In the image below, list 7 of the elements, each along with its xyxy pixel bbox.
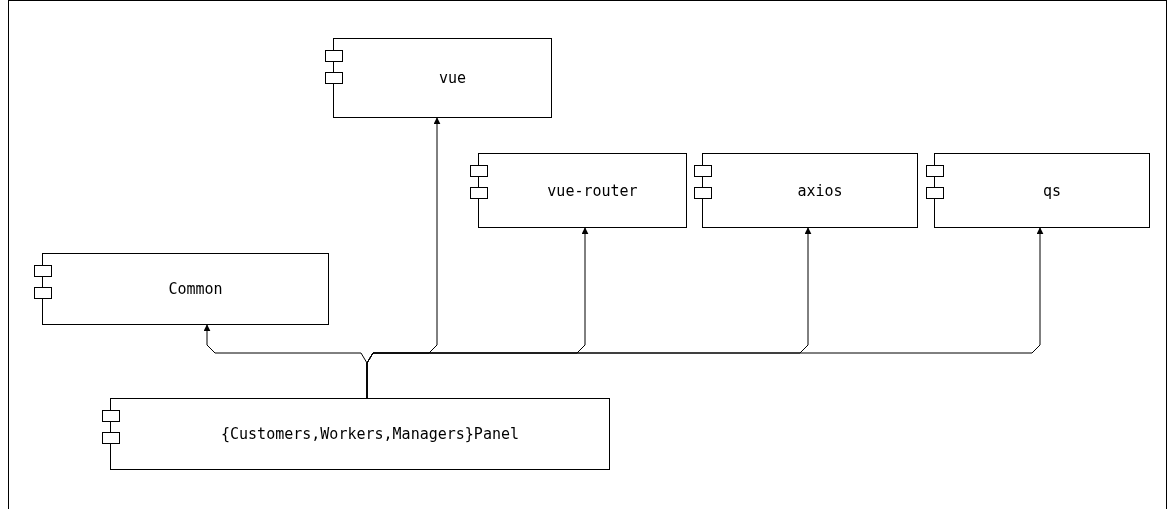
- component-name: axios: [796, 181, 843, 200]
- component-name: vue-router: [546, 181, 638, 200]
- component-name: {Customers,Workers,Managers}Panel: [220, 425, 519, 443]
- component-name: qs: [1041, 181, 1062, 200]
- component-name: Common: [167, 280, 223, 298]
- component-name: vue: [437, 69, 467, 87]
- dependency-arrow: [366, 227, 1044, 399]
